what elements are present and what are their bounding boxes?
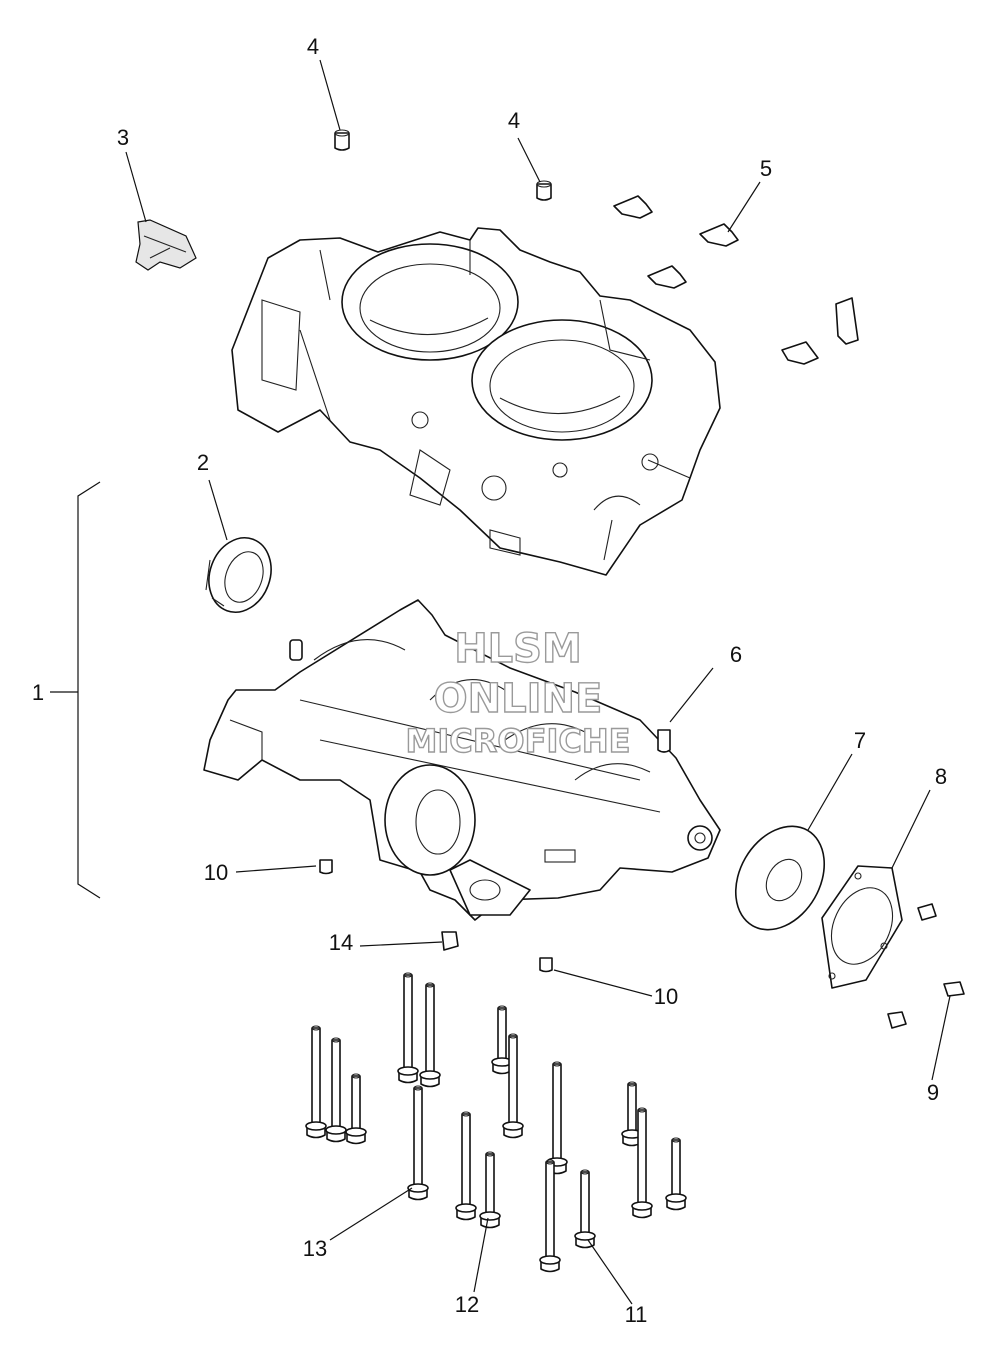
callout-labels: 1 2 3 4 4 5 6 7 8 9 10 10 11 12 13 14 [32,34,947,1327]
fittings-part-5 [613,195,859,365]
dowel-pins-part-4 [334,129,552,201]
bolt [397,972,419,1084]
watermark-line-1: HLSM [454,626,582,672]
bolt [479,1151,501,1229]
callout-10-right: 10 [654,984,678,1009]
bolt [665,1137,687,1211]
watermark-line-2: ONLINE [434,676,603,722]
callout-11: 11 [625,1302,648,1327]
watermark-line-3: MICROFICHE [406,722,631,760]
callout-2: 2 [197,450,209,475]
callout-3: 3 [117,125,129,150]
bolt [491,1005,513,1075]
callout-4-center: 4 [508,108,520,133]
bolt [574,1169,596,1249]
callout-7: 7 [854,728,866,753]
bolt [407,1085,429,1201]
callout-12: 12 [455,1292,479,1317]
leader-lines [50,59,951,1305]
screws-part-9 [887,903,965,1029]
callout-4-upper-left: 4 [307,34,319,59]
bolt [621,1081,643,1147]
seal-part-2 [205,537,272,613]
callout-8: 8 [935,764,947,789]
dowels-part-10 [319,859,553,973]
bolt [631,1107,653,1219]
bolt [546,1061,568,1175]
callout-5: 5 [760,156,772,181]
callout-6: 6 [730,642,742,667]
bolt [305,1025,327,1139]
dowel-part-6 [657,729,671,753]
seal-ring-part-7 [734,825,826,931]
bolt [539,1159,561,1273]
bolt [455,1111,477,1221]
bolt [345,1073,367,1145]
callout-14: 14 [329,930,353,955]
bolt-part-14 [441,931,459,951]
upper-crankcase [231,227,721,576]
callout-9: 9 [927,1080,939,1105]
bolt [419,982,441,1088]
bracket-part-3 [135,219,197,271]
lower-crankcase [203,599,721,921]
bolt [502,1033,524,1139]
watermark: HLSM ONLINE MICROFICHE [405,625,631,760]
cover-plate-part-8 [821,865,903,989]
callout-13: 13 [303,1236,327,1261]
callout-10-left: 10 [204,860,228,885]
bolt [325,1037,347,1143]
bolt-set [305,972,687,1273]
callout-1: 1 [32,680,44,705]
